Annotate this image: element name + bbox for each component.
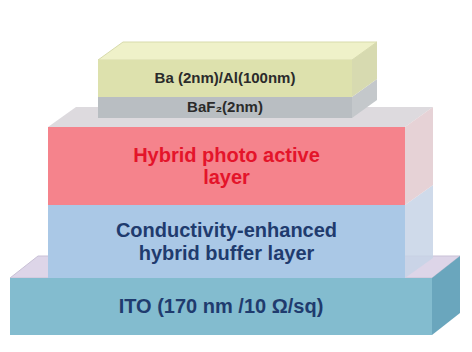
electrode-top-face — [98, 42, 377, 60]
layer-label: Hybrid photo active layer — [112, 144, 342, 189]
device-layer: Conductivity-enhanced hybrid buffer laye… — [48, 205, 405, 278]
layer-label: BaF₂(2nm) — [187, 99, 263, 116]
electrode-side-face — [352, 42, 377, 97]
layer-label: ITO (170 nm /10 Ω/sq) — [119, 295, 324, 317]
ito-side-face — [432, 256, 460, 335]
active-side-face — [405, 107, 433, 205]
device-layer: BaF₂(2nm) — [98, 97, 352, 118]
device-layer: Ba (2nm)/Al(100nm) — [98, 60, 352, 97]
layer-label: Ba (2nm)/Al(100nm) — [155, 70, 296, 87]
device-layer: Hybrid photo active layer — [48, 127, 405, 205]
layer-label: Conductivity-enhanced hybrid buffer laye… — [102, 219, 352, 264]
device-layer: ITO (170 nm /10 Ω/sq) — [10, 278, 432, 335]
